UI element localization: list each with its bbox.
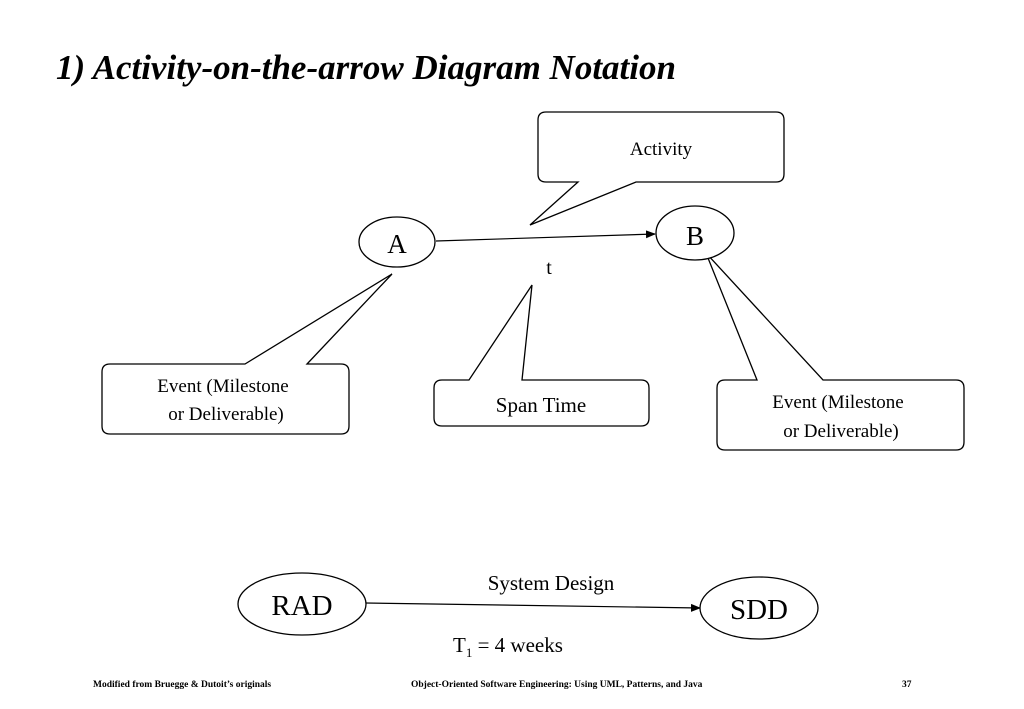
event-callout-right-line2: or Deliverable) <box>783 421 899 442</box>
example-duration-label: T1 = 4 weeks <box>453 633 563 660</box>
example-duration-value: = 4 weeks <box>472 633 563 657</box>
event-node-a-label: A <box>387 229 407 259</box>
activity-callout-label: Activity <box>630 139 693 160</box>
example-arrow <box>365 602 701 612</box>
duration-label: t <box>546 257 552 279</box>
example-node-rad <box>237 572 367 636</box>
example-activity-label: System Design <box>488 571 615 595</box>
slide-title: 1) Activity-on-the-arrow Diagram Notatio… <box>56 48 676 87</box>
span-time-callout-label: Span Time <box>496 393 586 417</box>
activity-arrow <box>435 230 656 242</box>
footer-credit: Modified from Bruegge & Dutoit’s origina… <box>93 680 272 690</box>
example-duration-subscript: 1 <box>466 645 473 660</box>
event-callout-right-line1: Event (Milestone <box>772 392 903 413</box>
example-node-sdd <box>699 576 819 640</box>
event-node-b-label: B <box>686 221 704 251</box>
event-callout-left <box>101 273 393 435</box>
event-callout-left-line2: or Deliverable) <box>168 404 284 425</box>
span-time-callout <box>433 284 650 427</box>
event-node-b <box>655 205 735 261</box>
event-callout-left-line1: Event (Milestone <box>157 376 288 397</box>
footer-book-title: Object-Oriented Software Engineering: Us… <box>411 680 703 690</box>
event-node-a <box>358 216 436 268</box>
example-duration-var: T <box>453 633 466 657</box>
footer-page-number: 37 <box>902 680 912 690</box>
activity-callout <box>529 111 785 226</box>
example-node-sdd-label: SDD <box>730 594 788 626</box>
event-callout-right <box>705 252 965 451</box>
example-node-rad-label: RAD <box>271 590 332 622</box>
